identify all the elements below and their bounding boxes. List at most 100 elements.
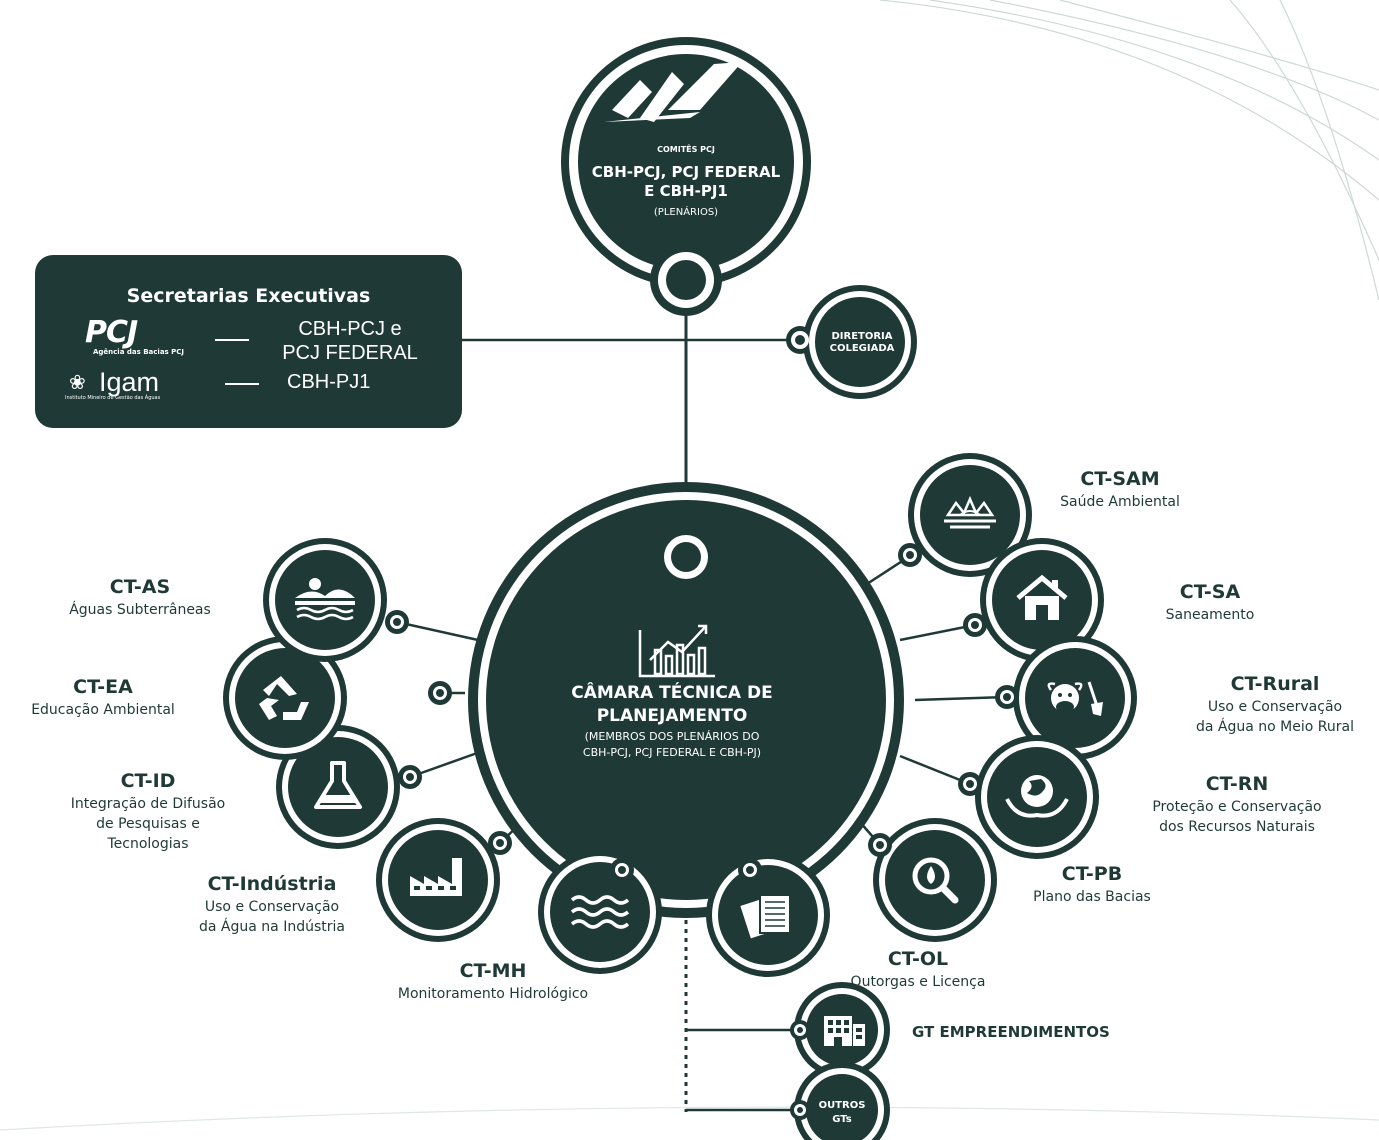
secretarias-title: Secretarias Executivas bbox=[126, 285, 371, 307]
chamber-node-ct-sa[interactable]: CT-SA Saneamento bbox=[963, 538, 1254, 662]
igam-logo: ❀ Igam Instituto Mineiro de Gestão das Á… bbox=[65, 365, 225, 401]
center-title-line2: PLANEJAMENTO bbox=[597, 706, 748, 726]
waves-icon bbox=[570, 895, 630, 929]
pcj-target: CBH-PCJ e PCJ FEDERAL bbox=[265, 317, 435, 365]
diretoria-colegiada-node[interactable]: DIRETORIA COLEGIADA bbox=[786, 285, 917, 399]
connector-dot-core bbox=[496, 839, 504, 847]
pcj-logo-subtitle: Agência das Bacias PCJ bbox=[93, 348, 185, 356]
chamber-ring-inner bbox=[275, 550, 375, 650]
chamber-desc-line: Águas Subterrâneas bbox=[69, 601, 211, 618]
connector-dot-core bbox=[966, 780, 974, 788]
chamber-desc-line: de Pesquisas e bbox=[96, 816, 200, 832]
outros-gts-line1: OUTROS bbox=[819, 1100, 866, 1111]
connector-dot-core bbox=[876, 841, 884, 849]
outros-gts-node[interactable]: OUTROS GTs bbox=[790, 1062, 890, 1140]
cow-shovel-icon bbox=[1047, 681, 1103, 716]
chamber-node-ct-pb[interactable]: CT-PB Plano das Bacias bbox=[868, 818, 1151, 942]
diretoria-line2: COLEGIADA bbox=[830, 343, 895, 354]
top-title-line2: E CBH-PJ1 bbox=[644, 182, 728, 200]
chamber-desc-line: Tecnologias bbox=[106, 836, 188, 852]
top-plenarios-node: COMITÊS PCJ CBH-PCJ, PCJ FEDERAL E CBH-P… bbox=[561, 37, 811, 316]
chamber-desc-line: Monitoramento Hidrológico bbox=[398, 986, 588, 1002]
connector-dot-core bbox=[746, 866, 754, 874]
chamber-desc-line: Uso e Conservação bbox=[205, 899, 339, 915]
water-drop-splash-icon bbox=[944, 495, 996, 529]
chamber-ring-inner bbox=[235, 648, 335, 748]
chamber-desc-line: Saneamento bbox=[1166, 607, 1255, 623]
chamber-code: CT-AS bbox=[110, 576, 170, 598]
pcj-logo-wordmark: PCJ bbox=[85, 315, 138, 350]
chamber-desc-line: Saúde Ambiental bbox=[1060, 494, 1180, 510]
magnifier-drop-icon bbox=[912, 857, 959, 904]
connector-dot-core bbox=[406, 773, 414, 781]
house-icon bbox=[1016, 574, 1068, 620]
chamber-code: CT-Indústria bbox=[208, 873, 337, 895]
chamber-node-ct-mh[interactable]: CT-MH Monitoramento Hidrológico bbox=[398, 850, 662, 1002]
chamber-node-ct-as[interactable]: CT-AS Águas Subterrâneas bbox=[69, 538, 409, 662]
connector-dot-core bbox=[1003, 693, 1011, 701]
groundwater-icon bbox=[295, 578, 355, 621]
chamber-code: CT-RN bbox=[1206, 773, 1269, 795]
chamber-code: CT-EA bbox=[73, 676, 133, 698]
outros-gts-line2: GTs bbox=[832, 1114, 852, 1125]
center-sub-line2: CBH-PCJ, PCJ FEDERAL E CBH-PJ) bbox=[583, 746, 761, 759]
gt-empreendimentos-node[interactable]: GT EMPREENDIMENTOS bbox=[790, 982, 1110, 1078]
chamber-desc-line: da Água na Indústria bbox=[199, 918, 345, 935]
connector-dot-core bbox=[906, 551, 914, 559]
chamber-desc-line: dos Recursos Naturais bbox=[1159, 819, 1315, 835]
igam-target: CBH-PJ1 bbox=[287, 371, 371, 393]
chamber-desc-line: Outorgas e Licença bbox=[851, 974, 986, 990]
center-planejamento-node: CÂMARA TÉCNICA DE PLANEJAMENTO (MEMBROS … bbox=[468, 482, 904, 918]
igam-dash bbox=[225, 383, 259, 385]
connector-dot-core bbox=[618, 866, 626, 874]
chamber-code: CT-OL bbox=[888, 948, 948, 970]
gt-empreendimentos-label: GT EMPREENDIMENTOS bbox=[912, 1023, 1110, 1041]
chamber-desc-line: Proteção e Conservação bbox=[1152, 799, 1321, 815]
chamber-desc-line: Plano das Bacias bbox=[1033, 889, 1151, 905]
recycle-icon bbox=[259, 676, 309, 720]
chamber-code: CT-MH bbox=[460, 960, 527, 982]
chamber-code: CT-SAM bbox=[1080, 468, 1159, 490]
chamber-ring-inner bbox=[885, 830, 985, 930]
chamber-node-ct-ol[interactable]: CT-OL Outorgas e Licença bbox=[706, 853, 985, 990]
chamber-node-ct-sam[interactable]: CT-SAM Saúde Ambiental bbox=[898, 453, 1180, 577]
connector-dot-core bbox=[971, 621, 979, 629]
chamber-node-ct-rn[interactable]: CT-RN Proteção e Conservação dos Recursos … bbox=[958, 735, 1322, 859]
comites-pcj-logo-icon bbox=[604, 62, 742, 122]
top-logo-caption: COMITÊS PCJ bbox=[657, 143, 715, 154]
globe-hands-icon bbox=[1005, 775, 1069, 818]
pcj-agency-logo: PCJ Agência das Bacias PCJ bbox=[65, 315, 215, 356]
igam-logo-subtitle: Instituto Mineiro de Gestão das Águas bbox=[65, 395, 161, 401]
center-sub-line1: (MEMBROS DOS PLENÁRIOS DO bbox=[585, 730, 760, 743]
top-subtitle: (PLENÁRIOS) bbox=[654, 205, 718, 218]
pcj-target-line2: PCJ FEDERAL bbox=[282, 342, 418, 364]
chamber-node-ct-ea[interactable]: CT-EA Educação Ambiental bbox=[31, 636, 452, 760]
chamber-desc-line: da Água no Meio Rural bbox=[1196, 718, 1354, 735]
flask-icon bbox=[314, 761, 362, 809]
connector-dot-core bbox=[436, 689, 444, 697]
chamber-ring-inner bbox=[288, 737, 388, 837]
chamber-desc-line: Educação Ambiental bbox=[31, 702, 175, 718]
center-title-line1: CÂMARA TÉCNICA DE bbox=[571, 681, 772, 703]
chamber-code: CT-PB bbox=[1062, 863, 1122, 885]
igam-mark-icon: ❀ bbox=[69, 370, 86, 394]
igam-logo-wordmark: Igam bbox=[99, 367, 160, 397]
bar-chart-trend-icon bbox=[638, 624, 715, 678]
top-title-line1: CBH-PCJ, PCJ FEDERAL bbox=[592, 163, 781, 181]
chamber-code: CT-ID bbox=[121, 770, 176, 792]
building-icon bbox=[824, 1016, 865, 1046]
chamber-code: CT-Rural bbox=[1231, 673, 1320, 695]
factory-icon bbox=[410, 858, 462, 896]
chamber-desc-line: Uso e Conservação bbox=[1208, 699, 1342, 715]
secretarias-executivas-panel: Secretarias Executivas PCJ Agência das B… bbox=[35, 255, 462, 428]
diretoria-line1: DIRETORIA bbox=[831, 331, 892, 342]
pcj-dash bbox=[215, 339, 249, 341]
chamber-code: CT-SA bbox=[1180, 581, 1241, 603]
connector-dot-core bbox=[393, 618, 401, 626]
documents-icon bbox=[740, 894, 791, 939]
